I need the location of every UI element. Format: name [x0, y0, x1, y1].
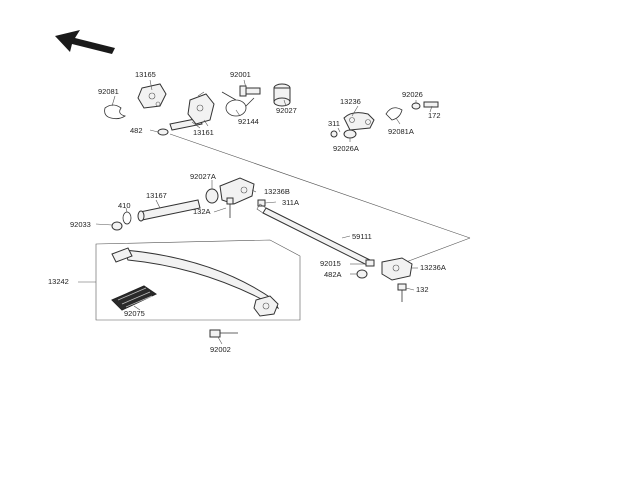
washer-482	[157, 128, 169, 136]
label-92033: 92033	[70, 220, 91, 229]
label-13236B: 13236B	[264, 187, 290, 196]
label-92026: 92026	[402, 90, 423, 99]
label-92081A: 92081A	[388, 127, 414, 136]
label-13161: 13161	[193, 128, 214, 137]
label-13167: 13167	[146, 191, 167, 200]
nut-311	[330, 130, 338, 138]
bolt-132	[397, 283, 407, 302]
label-13165: 13165	[135, 70, 156, 79]
lever-assembly-13236A	[350, 257, 418, 302]
label-92144: 92144	[238, 117, 259, 126]
shift-pedal-assembly-13242	[78, 239, 301, 321]
arm-shaft-assembly	[95, 177, 277, 231]
washer-92026	[411, 102, 421, 110]
label-92027: 92027	[276, 106, 297, 115]
label-92081: 92081	[98, 87, 119, 96]
label-311: 311	[328, 119, 340, 128]
label-482A: 482A	[324, 270, 342, 279]
bolt-92001	[239, 85, 261, 97]
label-482: 482	[130, 126, 143, 135]
label-92026A: 92026A	[333, 144, 359, 153]
lever-13236A	[381, 257, 413, 281]
spring-92144	[221, 91, 255, 117]
front-direction-arrow-icon	[55, 30, 115, 54]
label-13236: 13236	[340, 97, 361, 106]
label-172: 172	[428, 111, 441, 120]
pedal-rubber-92075	[111, 285, 158, 311]
collar-92027A	[205, 188, 219, 204]
shift-shaft-assembly	[104, 83, 291, 136]
label-92075: 92075	[124, 309, 145, 318]
washer-92026A	[343, 129, 357, 139]
label-92001: 92001	[230, 70, 251, 79]
lever-13236B	[219, 177, 255, 205]
shaft-13167	[139, 199, 201, 221]
spring-92081A	[385, 107, 403, 121]
bolt-92002	[209, 329, 238, 345]
label-59111: 59111	[352, 232, 372, 241]
label-132: 132	[416, 285, 429, 294]
collar-92027	[273, 83, 291, 107]
label-13236A: 13236A	[420, 263, 446, 272]
pedal-tip	[111, 247, 133, 263]
washer-482A	[356, 269, 368, 279]
reference-lines	[169, 133, 471, 263]
link-assembly-13236	[330, 101, 439, 142]
label-410: 410	[118, 201, 131, 210]
leader-lines-upper	[111, 79, 417, 133]
bolt-172	[423, 101, 439, 108]
label-311A: 311A	[282, 198, 299, 207]
part-labels: 13165 92001 92081 92144 92027 482 13161 …	[48, 70, 446, 354]
label-13242: 13242	[48, 277, 69, 286]
circlip-410	[122, 211, 132, 225]
nut-92015	[365, 259, 375, 267]
lever-plate-13165	[137, 83, 167, 109]
label-132A: 132A	[193, 207, 211, 216]
bolt-132A	[226, 197, 234, 218]
pedal-lever	[123, 249, 280, 310]
washer-92033	[111, 221, 123, 231]
label-92027A: 92027A	[190, 172, 216, 181]
link-arm-13236	[343, 112, 375, 131]
label-92002: 92002	[210, 345, 231, 354]
label-92015: 92015	[320, 259, 341, 268]
spring-92081	[104, 104, 126, 120]
